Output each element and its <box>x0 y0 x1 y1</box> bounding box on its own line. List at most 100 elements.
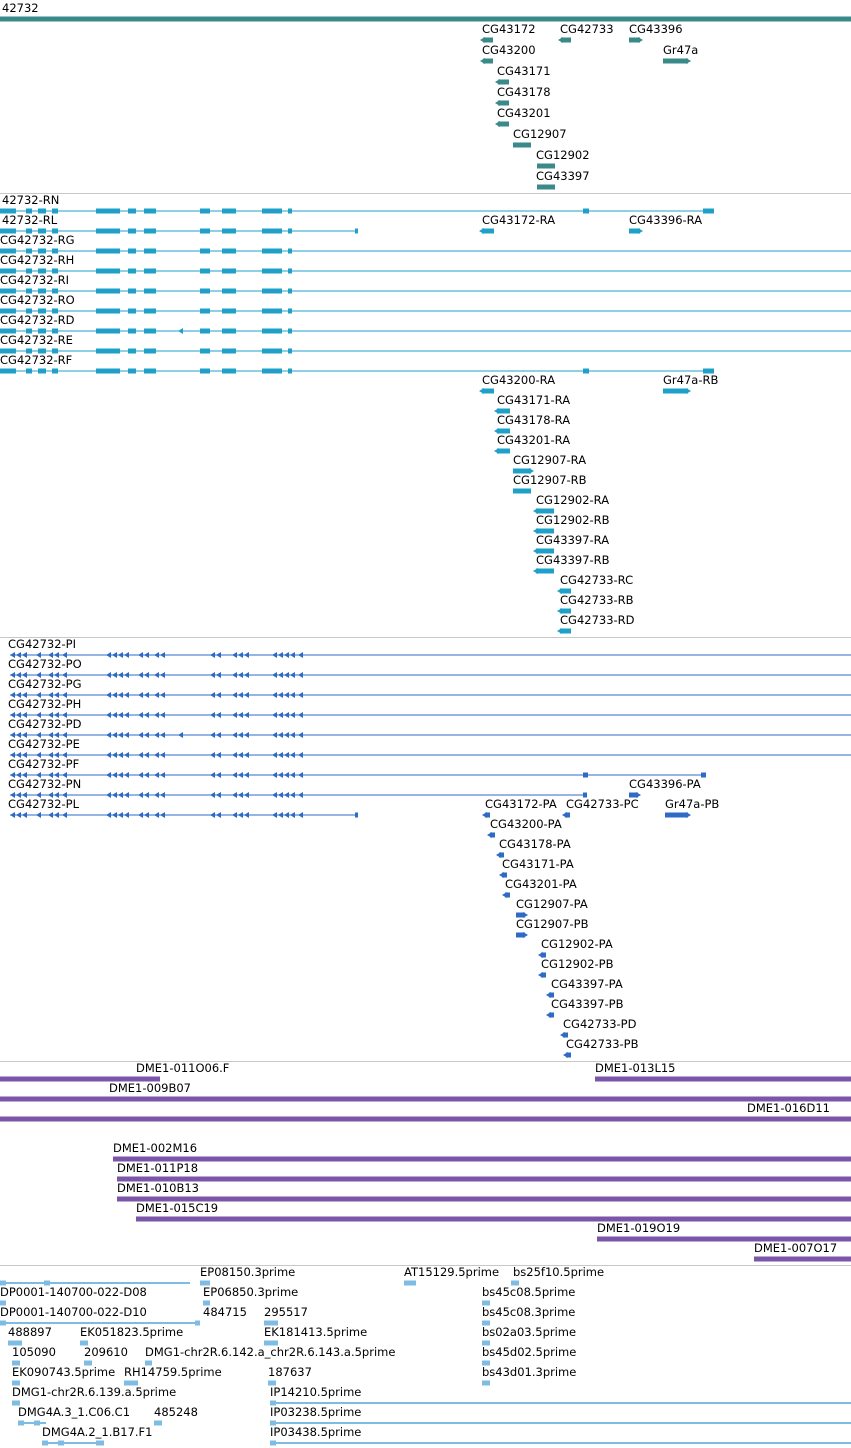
exon-block[interactable] <box>96 328 120 334</box>
strand-arrow[interactable] <box>496 852 501 858</box>
exon-arrow[interactable] <box>48 752 53 758</box>
feature-label[interactable]: CG43200 <box>482 43 536 57</box>
feature-label[interactable]: 105090 <box>12 1345 56 1359</box>
exon-arrow[interactable] <box>160 652 165 658</box>
feature-label[interactable]: bs45d02.5prime <box>482 1345 577 1359</box>
feature-label[interactable]: CG43396-RA <box>629 213 703 227</box>
exon-arrow[interactable] <box>272 792 277 798</box>
exon-arrow[interactable] <box>272 692 277 698</box>
exon-arrow[interactable] <box>118 672 123 678</box>
exon-arrow[interactable] <box>272 652 277 658</box>
feature-bar[interactable] <box>268 1380 276 1386</box>
strand-arrow[interactable] <box>479 228 484 234</box>
exon-block[interactable] <box>0 368 16 374</box>
exon-arrow[interactable] <box>238 692 243 698</box>
feature-label[interactable]: CG42733-PD <box>563 1017 637 1031</box>
strand-arrow[interactable] <box>546 992 551 998</box>
feature-block[interactable] <box>136 1216 146 1222</box>
feature-bar[interactable] <box>663 388 688 394</box>
exon-block[interactable] <box>355 228 358 234</box>
exon-block[interactable] <box>583 772 588 778</box>
exon-arrow[interactable] <box>232 712 237 718</box>
exon-arrow[interactable] <box>272 672 277 678</box>
exon-arrow[interactable] <box>160 672 165 678</box>
exon-block[interactable] <box>26 328 32 334</box>
exon-arrow[interactable] <box>298 732 303 738</box>
exon-arrow[interactable] <box>210 732 215 738</box>
feature-label[interactable]: DP0001-140700-022-D10 <box>0 1305 147 1319</box>
exon-arrow[interactable] <box>290 752 295 758</box>
exon-arrow[interactable] <box>284 772 289 778</box>
exon-arrow[interactable] <box>244 812 249 818</box>
feature-label[interactable]: CG43397-PA <box>551 977 623 991</box>
exon-block[interactable] <box>52 268 58 274</box>
exon-arrow[interactable] <box>160 792 165 798</box>
feature-bar[interactable] <box>0 1322 200 1324</box>
exon-arrow[interactable] <box>36 652 41 658</box>
exon-block[interactable] <box>52 208 58 214</box>
exon-block[interactable] <box>262 348 282 354</box>
exon-arrow[interactable] <box>216 812 221 818</box>
feature-label[interactable]: CG42733-RD <box>560 613 635 627</box>
exon-arrow[interactable] <box>278 812 283 818</box>
feature-block[interactable] <box>117 1196 127 1202</box>
exon-arrow[interactable] <box>112 712 117 718</box>
feature-bar[interactable] <box>497 448 510 454</box>
strand-arrow[interactable] <box>686 388 691 394</box>
feature-label[interactable]: CG12902-RA <box>536 493 610 507</box>
exon-arrow[interactable] <box>244 772 249 778</box>
exon-arrow[interactable] <box>144 752 149 758</box>
feature-bar[interactable] <box>513 488 531 494</box>
exon-arrow[interactable] <box>36 812 41 818</box>
exon-arrow[interactable] <box>154 752 159 758</box>
exon-block[interactable] <box>52 348 58 354</box>
exon-arrow[interactable] <box>16 672 21 678</box>
exon-arrow[interactable] <box>232 772 237 778</box>
feature-block[interactable] <box>595 1076 606 1082</box>
exon-arrow[interactable] <box>278 772 283 778</box>
exon-arrow[interactable] <box>284 812 289 818</box>
exon-block[interactable] <box>52 328 58 334</box>
feature-label[interactable]: IP03238.5prime <box>270 1405 362 1419</box>
exon-arrow[interactable] <box>216 732 221 738</box>
exon-arrow[interactable] <box>22 692 27 698</box>
exon-arrow[interactable] <box>62 692 67 698</box>
feature-label[interactable]: CG43397-RA <box>536 533 610 547</box>
exon-block[interactable] <box>52 288 58 294</box>
feature-bar[interactable] <box>200 1280 210 1286</box>
feature-label[interactable]: CG12907 <box>513 127 567 141</box>
feature-label[interactable]: bs45c08.3prime <box>482 1305 576 1319</box>
exon-block[interactable] <box>288 348 292 354</box>
intron-line[interactable] <box>10 754 851 756</box>
feature-label[interactable]: CG42733-PB <box>566 1037 639 1051</box>
exon-block[interactable] <box>222 368 236 374</box>
exon-arrow[interactable] <box>10 712 15 718</box>
exon-block[interactable] <box>26 308 32 314</box>
exon-arrow[interactable] <box>154 692 159 698</box>
exon-block[interactable] <box>96 208 120 214</box>
feature-block[interactable] <box>34 1420 40 1426</box>
exon-arrow[interactable] <box>278 652 283 658</box>
feature-label[interactable]: DME1-010B13 <box>117 1181 199 1195</box>
feature-label[interactable]: bs02a03.5prime <box>482 1325 577 1339</box>
exon-arrow[interactable] <box>106 812 111 818</box>
feature-label[interactable]: CG42732-RH <box>0 253 75 267</box>
feature-label[interactable]: DME1-016D11 <box>747 1101 830 1115</box>
exon-arrow[interactable] <box>54 672 59 678</box>
exon-arrow[interactable] <box>154 712 159 718</box>
strand-arrow[interactable] <box>480 37 485 43</box>
exon-arrow[interactable] <box>290 652 295 658</box>
feature-bar[interactable] <box>203 1300 210 1306</box>
strand-arrow[interactable] <box>533 568 538 574</box>
exon-block[interactable] <box>222 228 236 234</box>
exon-arrow[interactable] <box>138 772 143 778</box>
feature-bar[interactable] <box>483 58 493 64</box>
exon-arrow[interactable] <box>22 672 27 678</box>
exon-arrow[interactable] <box>118 732 123 738</box>
exon-arrow[interactable] <box>290 712 295 718</box>
exon-arrow[interactable] <box>154 792 159 798</box>
exon-arrow[interactable] <box>48 772 53 778</box>
feature-bar[interactable] <box>0 1116 851 1122</box>
exon-arrow[interactable] <box>36 752 41 758</box>
feature-bar[interactable] <box>536 528 554 534</box>
